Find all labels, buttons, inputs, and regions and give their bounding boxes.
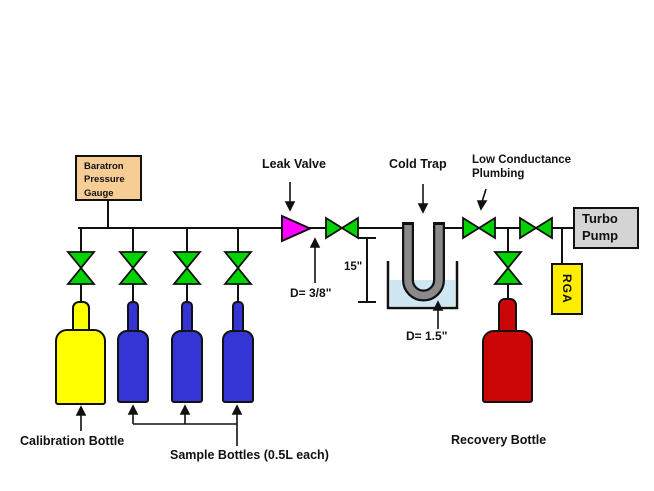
valve-sample-2 xyxy=(172,251,202,285)
calibration-bottle-label: Calibration Bottle xyxy=(20,434,125,448)
sample-bottle-2-neck xyxy=(181,301,193,330)
low-conductance-arrow xyxy=(476,188,488,211)
dimension-15in-label: 15" xyxy=(344,261,363,273)
pipe-diameter-arrow xyxy=(309,237,321,283)
leak-valve-label: Leak Valve xyxy=(262,157,326,171)
vertical-valves xyxy=(66,251,523,285)
sample-bottle-3 xyxy=(222,330,254,403)
sample-bottle-1-neck xyxy=(127,301,139,330)
bottle-stems xyxy=(80,283,239,302)
sample-bottle-2 xyxy=(171,330,203,403)
horizontal-valves xyxy=(325,216,553,240)
recovery-bottle xyxy=(482,330,533,403)
cold-trap-arrow xyxy=(417,184,429,214)
branch-drops xyxy=(80,228,239,252)
calibration-arrow xyxy=(75,405,87,431)
valve-low-conductance-1 xyxy=(462,216,496,240)
rga-label: RGA xyxy=(560,274,574,304)
calibration-bottle-neck xyxy=(72,301,90,329)
trap-diameter-arrow xyxy=(432,300,444,329)
valve-main xyxy=(325,216,359,240)
baratron-label-line3: Gauge xyxy=(84,187,114,199)
cold-trap-label: Cold Trap xyxy=(389,157,447,171)
recovery-bottle-neck xyxy=(498,298,517,330)
low-conductance-line1: Low Conductance xyxy=(472,154,572,166)
trap-diameter-label: D= 1.5" xyxy=(406,329,448,343)
leak-valve-arrow xyxy=(284,182,296,212)
dewar-beaker xyxy=(386,261,459,310)
low-conductance-line2: Plumbing xyxy=(472,168,525,181)
valve-calibration xyxy=(66,251,96,285)
baratron-label-line2: Pressure xyxy=(84,174,125,186)
pipe-diameter-label: D= 3/8" xyxy=(290,286,332,300)
calibration-bottle xyxy=(55,329,106,405)
valve-recovery xyxy=(493,251,523,285)
sample-bottles-label: Sample Bottles (0.5L each) xyxy=(170,448,329,462)
sample-bracket xyxy=(133,423,238,446)
turbo-label-line1: Turbo xyxy=(582,211,618,226)
valve-low-conductance-2 xyxy=(519,216,553,240)
annotation-arrows xyxy=(75,182,488,446)
sample-bottle-3-neck xyxy=(232,301,244,330)
sample-bottle-1 xyxy=(117,330,149,403)
baratron-pressure-gauge: Baratron Pressure Gauge xyxy=(75,155,142,201)
leak-valve xyxy=(281,214,313,243)
rga-analyzer: RGA xyxy=(551,263,583,315)
sample-arrows xyxy=(127,404,243,424)
cold-trap-tube xyxy=(404,225,443,300)
dimension-15in xyxy=(358,237,376,303)
baratron-label-line1: Baratron xyxy=(84,161,124,172)
recovery-bottle-label: Recovery Bottle xyxy=(451,433,547,447)
valve-sample-1 xyxy=(118,251,148,285)
cold-trap xyxy=(386,222,459,310)
turbo-pump: Turbo Pump xyxy=(573,207,639,249)
turbo-label-line2: Pump xyxy=(582,227,619,243)
low-conductance-label: Low Conductance Plumbing xyxy=(472,153,571,182)
valve-sample-3 xyxy=(223,251,253,285)
